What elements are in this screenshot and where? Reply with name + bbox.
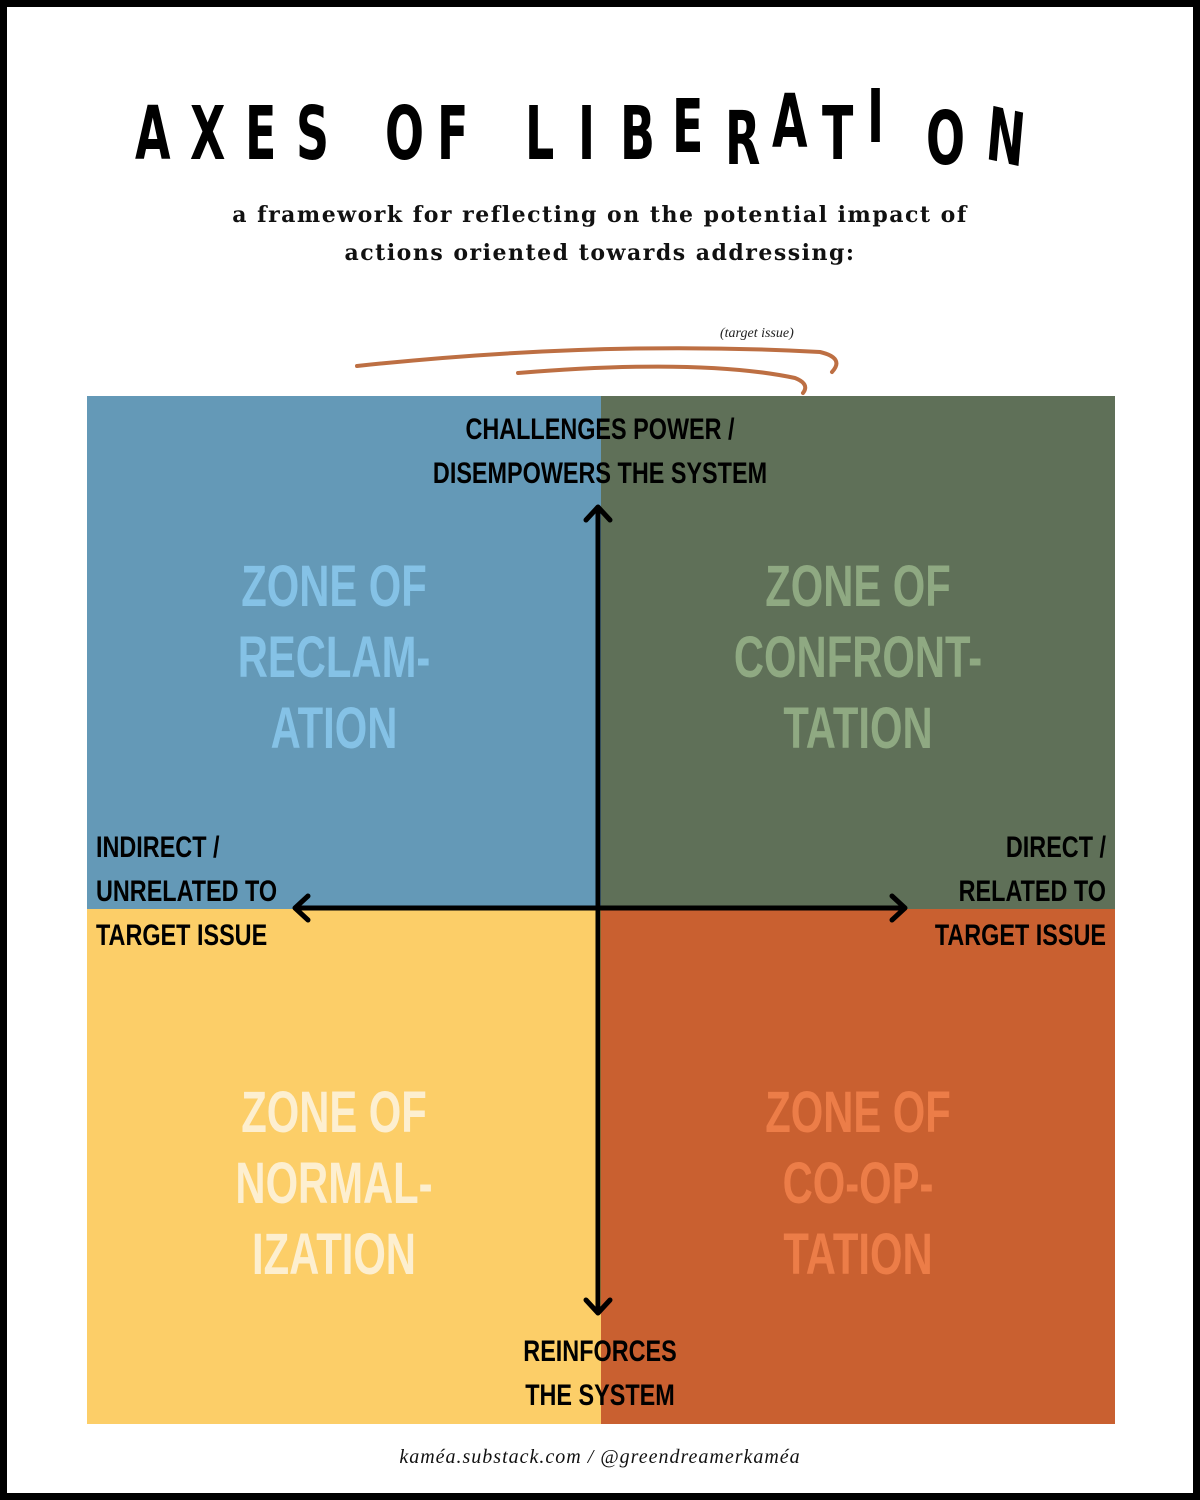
- axis-label-top: CHALLENGES POWER / DISEMPOWERS THE SYSTE…: [366, 408, 834, 496]
- zone-line: ATION: [270, 696, 398, 761]
- title-letter: A: [772, 79, 808, 165]
- axis-label-right: DIRECT / RELATED TO TARGET ISSUE: [872, 826, 1106, 958]
- title-letter: I: [867, 74, 885, 160]
- zone-line: ZONE OF: [765, 554, 951, 619]
- zone-line: TATION: [783, 696, 933, 761]
- target-issue-note: (target issue): [720, 326, 794, 341]
- title-letter: T: [822, 91, 854, 177]
- axis-label-line: DIRECT /: [1005, 831, 1106, 864]
- zone-line: ZONE OF: [765, 1080, 951, 1145]
- zone-line: NORMAL-: [235, 1151, 433, 1216]
- subtitle-line-2: actions oriented towards addressing:: [344, 240, 856, 266]
- page-title: A X E S O F L I B E R A T I O N: [0, 0, 1200, 200]
- zone-line: ZONE OF: [241, 1080, 427, 1145]
- footer-credit: kaméa.substack.com / @greendreamerkaméa: [399, 1446, 801, 1468]
- zone-line: ZONE OF: [241, 554, 427, 619]
- title-letter: S: [296, 91, 330, 177]
- title-letter: R: [725, 96, 761, 182]
- quadrant-reclamation: ZONE OF RECLAM- ATION: [87, 396, 601, 909]
- zone-reclamation-label: ZONE OF RECLAM- ATION: [156, 551, 512, 764]
- title-letter: E: [672, 84, 704, 170]
- axis-label-line: TARGET ISSUE: [96, 919, 268, 952]
- zone-cooptation-label: ZONE OF CO-OP- TATION: [673, 1077, 1043, 1290]
- axis-label-line: CHALLENGES POWER /: [465, 413, 735, 446]
- quadrant-confrontation: ZONE OF CONFRONT- TATION: [601, 396, 1115, 909]
- title-letter: E: [245, 91, 277, 177]
- quadrant-cooptation: ZONE OF CO-OP- TATION: [601, 909, 1115, 1424]
- title-letter: X: [190, 91, 226, 177]
- zone-line: TATION: [783, 1222, 933, 1287]
- zone-line: CO-OP-: [782, 1151, 934, 1216]
- zone-normalization-label: ZONE OF NORMAL- IZATION: [156, 1077, 512, 1290]
- zone-line: CONFRONT-: [733, 625, 983, 690]
- axis-label-bottom: REINFORCES THE SYSTEM: [444, 1330, 756, 1418]
- title-letter: O: [385, 91, 425, 177]
- axis-label-line: RELATED TO: [958, 875, 1106, 908]
- axis-label-line: DISEMPOWERS THE SYSTEM: [432, 457, 768, 490]
- axis-label-line: INDIRECT /: [96, 831, 220, 864]
- zone-line: IZATION: [252, 1222, 416, 1287]
- title-letter: I: [578, 91, 596, 177]
- title-letter: F: [437, 91, 469, 177]
- axis-label-left: INDIRECT / UNRELATED TO TARGET ISSUE: [96, 826, 330, 958]
- subtitle: a framework for reflecting on the potent…: [0, 196, 1200, 272]
- axis-label-line: REINFORCES: [523, 1335, 677, 1368]
- axis-label-line: THE SYSTEM: [525, 1379, 675, 1412]
- title-letter: A: [135, 91, 171, 177]
- title-letter: L: [525, 91, 555, 177]
- title-letter: O: [926, 96, 966, 182]
- zone-confrontation-label: ZONE OF CONFRONT- TATION: [673, 551, 1043, 764]
- axis-label-line: UNRELATED TO: [96, 875, 278, 908]
- subtitle-line-1: a framework for reflecting on the potent…: [232, 202, 968, 228]
- title-letter: B: [620, 91, 655, 177]
- quadrant-normalization: ZONE OF NORMAL- IZATION: [87, 909, 601, 1424]
- blank-underline-icon: [355, 346, 839, 395]
- zone-line: RECLAM-: [237, 625, 431, 690]
- axis-label-line: TARGET ISSUE: [934, 919, 1106, 952]
